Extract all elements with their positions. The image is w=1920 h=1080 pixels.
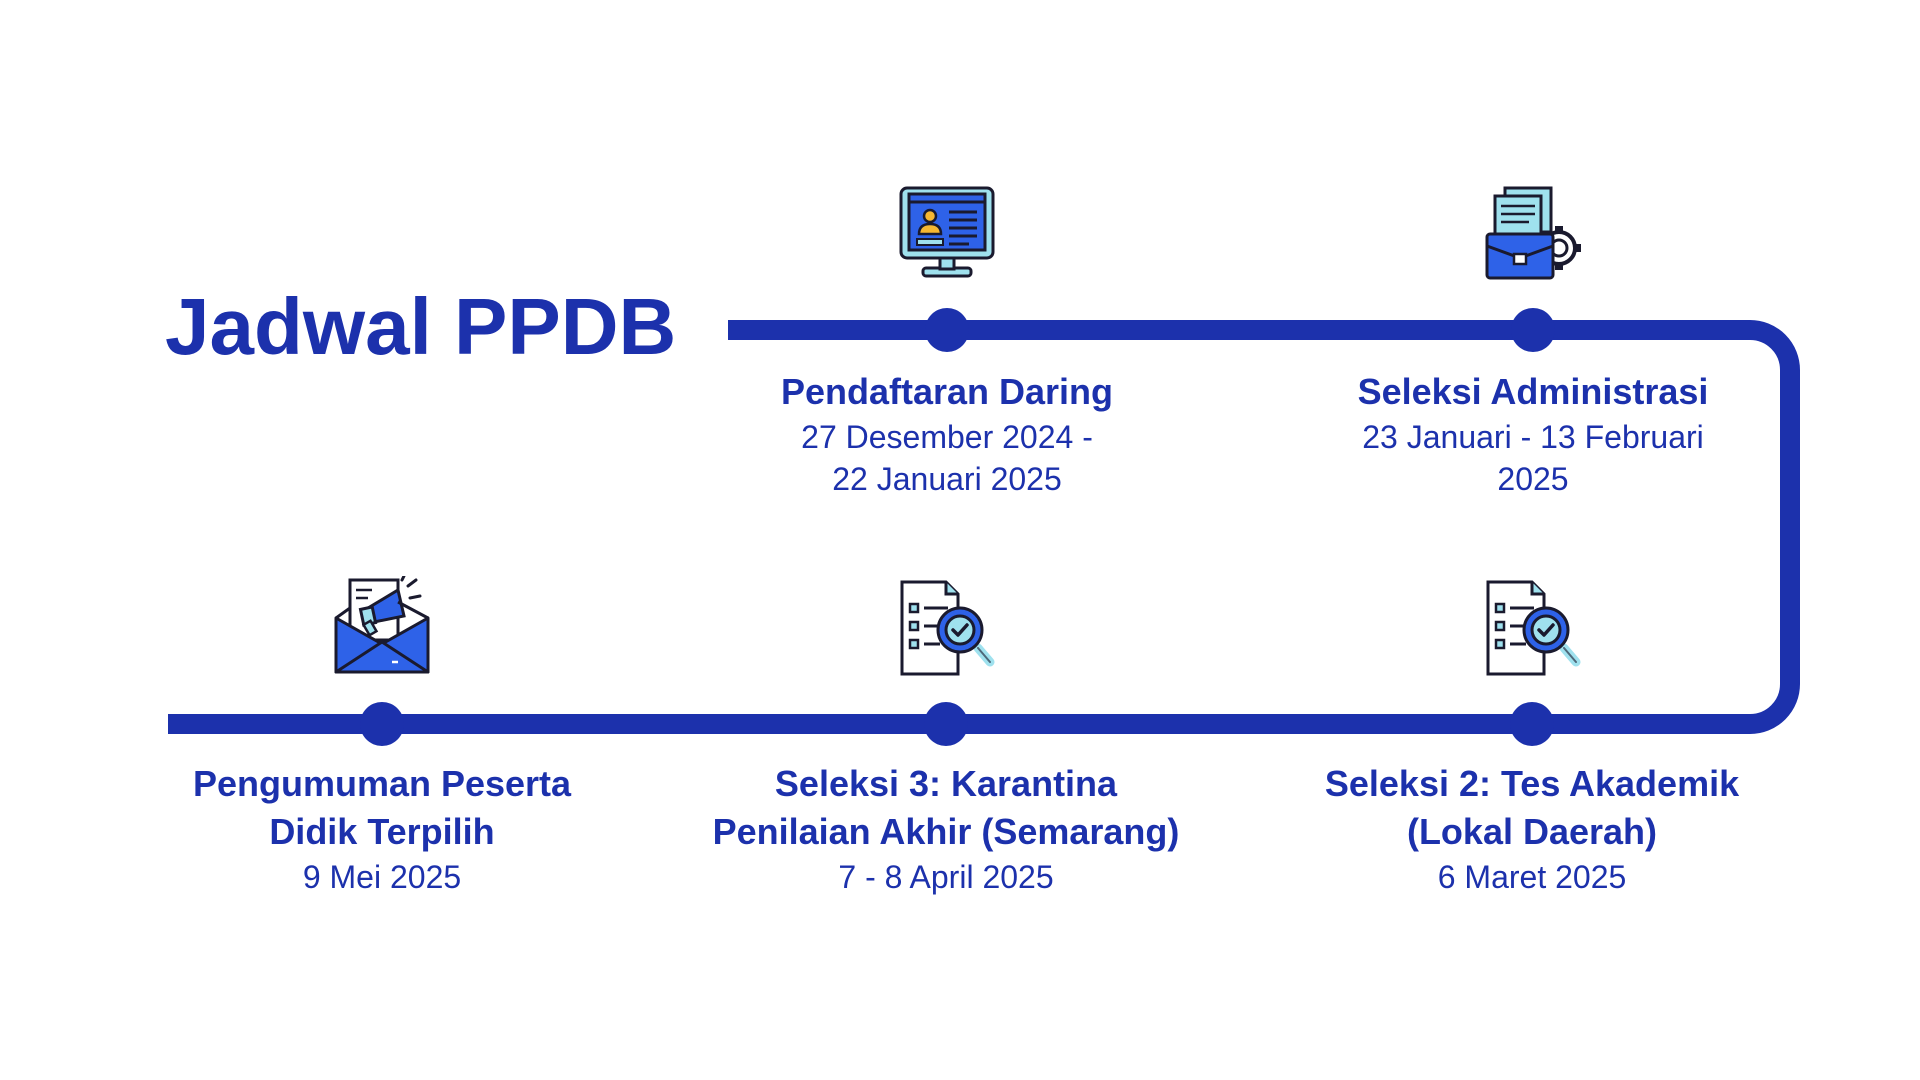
milestone-dot-administrasi (1511, 308, 1555, 352)
event-date: 9 Mei 2025 (302, 859, 462, 895)
briefcase-documents-icon (1483, 184, 1583, 284)
event-title: Pengumuman Peserta Didik Terpilih (192, 763, 572, 852)
event-date: 6 Maret 2025 (1437, 859, 1627, 895)
document-check-search-icon (1482, 578, 1582, 678)
document-check-search-icon (896, 578, 996, 678)
event-seleksi-tes-akademik: Seleksi 2: Tes Akademik (Lokal Daerah) 6… (1282, 760, 1782, 898)
event-title: Seleksi 2: Tes Akademik (Lokal Daerah) (1324, 763, 1740, 852)
event-date: 23 Januari - 13 Februari 2025 (1362, 419, 1704, 497)
event-seleksi-administrasi: Seleksi Administrasi 23 Januari - 13 Feb… (1283, 368, 1783, 500)
milestone-dot-karantina (924, 702, 968, 746)
event-date: 27 Desember 2024 - 22 Januari 2025 (801, 419, 1093, 497)
event-title: Pendaftaran Daring (780, 371, 1114, 412)
milestone-dot-pengumuman (360, 702, 404, 746)
milestone-dot-pendaftaran (925, 308, 969, 352)
timeline-line (168, 320, 1800, 734)
page-title: Jadwal PPDB (165, 282, 677, 371)
announcement-envelope-icon (332, 576, 432, 676)
event-seleksi-karantina: Seleksi 3: Karantina Penilaian Akhir (Se… (696, 760, 1196, 898)
event-title: Seleksi 3: Karantina Penilaian Akhir (Se… (712, 763, 1180, 852)
event-pengumuman: Pengumuman Peserta Didik Terpilih 9 Mei … (132, 760, 632, 898)
event-date: 7 - 8 April 2025 (838, 859, 1054, 895)
computer-profile-icon (897, 184, 997, 284)
milestone-dot-tes-akademik (1510, 702, 1554, 746)
event-pendaftaran-daring: Pendaftaran Daring 27 Desember 2024 - 22… (697, 368, 1197, 500)
event-title: Seleksi Administrasi (1357, 371, 1709, 412)
